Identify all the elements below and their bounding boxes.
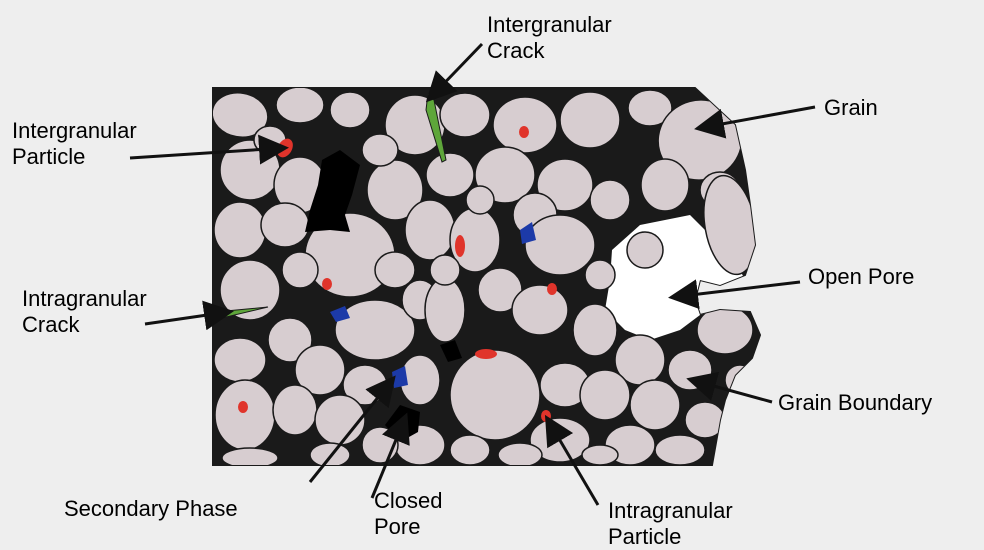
label-grain-boundary: Grain Boundary: [778, 390, 932, 416]
grain: [276, 87, 324, 123]
label-intragranular-crack: Intragranular Crack: [22, 286, 147, 338]
grain: [335, 300, 415, 360]
grain: [627, 232, 663, 268]
label-open-pore: Open Pore: [808, 264, 914, 290]
intragranular-particle-2: [455, 235, 465, 257]
grain: [282, 252, 318, 288]
grain: [466, 186, 494, 214]
grain: [525, 215, 595, 275]
grain: [430, 255, 460, 285]
grain: [655, 435, 705, 465]
intragranular-particle-3: [322, 278, 332, 290]
grain: [222, 448, 278, 468]
grain: [585, 260, 615, 290]
grain: [426, 153, 474, 197]
grain: [330, 92, 370, 128]
label-closed-pore: Closed Pore: [374, 488, 442, 540]
label-intragranular-particle: Intragranular Particle: [608, 498, 733, 550]
grain: [493, 97, 557, 153]
grain: [641, 159, 689, 211]
grain: [580, 370, 630, 420]
grain: [590, 180, 630, 220]
grain: [512, 285, 568, 335]
grain: [450, 350, 540, 440]
intragranular-particle-1: [519, 126, 529, 138]
grain: [450, 435, 490, 465]
intragranular-particle-5: [238, 401, 248, 413]
grain: [362, 134, 398, 166]
grain: [273, 385, 317, 435]
grain: [498, 443, 542, 467]
grain: [425, 278, 465, 342]
grain: [214, 202, 266, 258]
grain: [685, 402, 725, 438]
label-intergranular-particle: Intergranular Particle: [12, 118, 137, 170]
grain: [214, 338, 266, 382]
grain: [630, 380, 680, 430]
grain: [582, 445, 618, 465]
label-secondary-phase: Secondary Phase: [64, 496, 238, 522]
label-intergranular-crack: Intergranular Crack: [487, 12, 612, 64]
grain: [560, 92, 620, 148]
grain: [261, 203, 309, 247]
intragranular-particle-4: [547, 283, 557, 295]
grain: [405, 200, 455, 260]
grain: [315, 395, 365, 445]
intergranular-particle-2: [475, 349, 497, 359]
grain: [215, 380, 275, 450]
label-grain: Grain: [824, 95, 878, 121]
grain: [573, 304, 617, 356]
grain: [375, 252, 415, 288]
grain: [440, 93, 490, 137]
